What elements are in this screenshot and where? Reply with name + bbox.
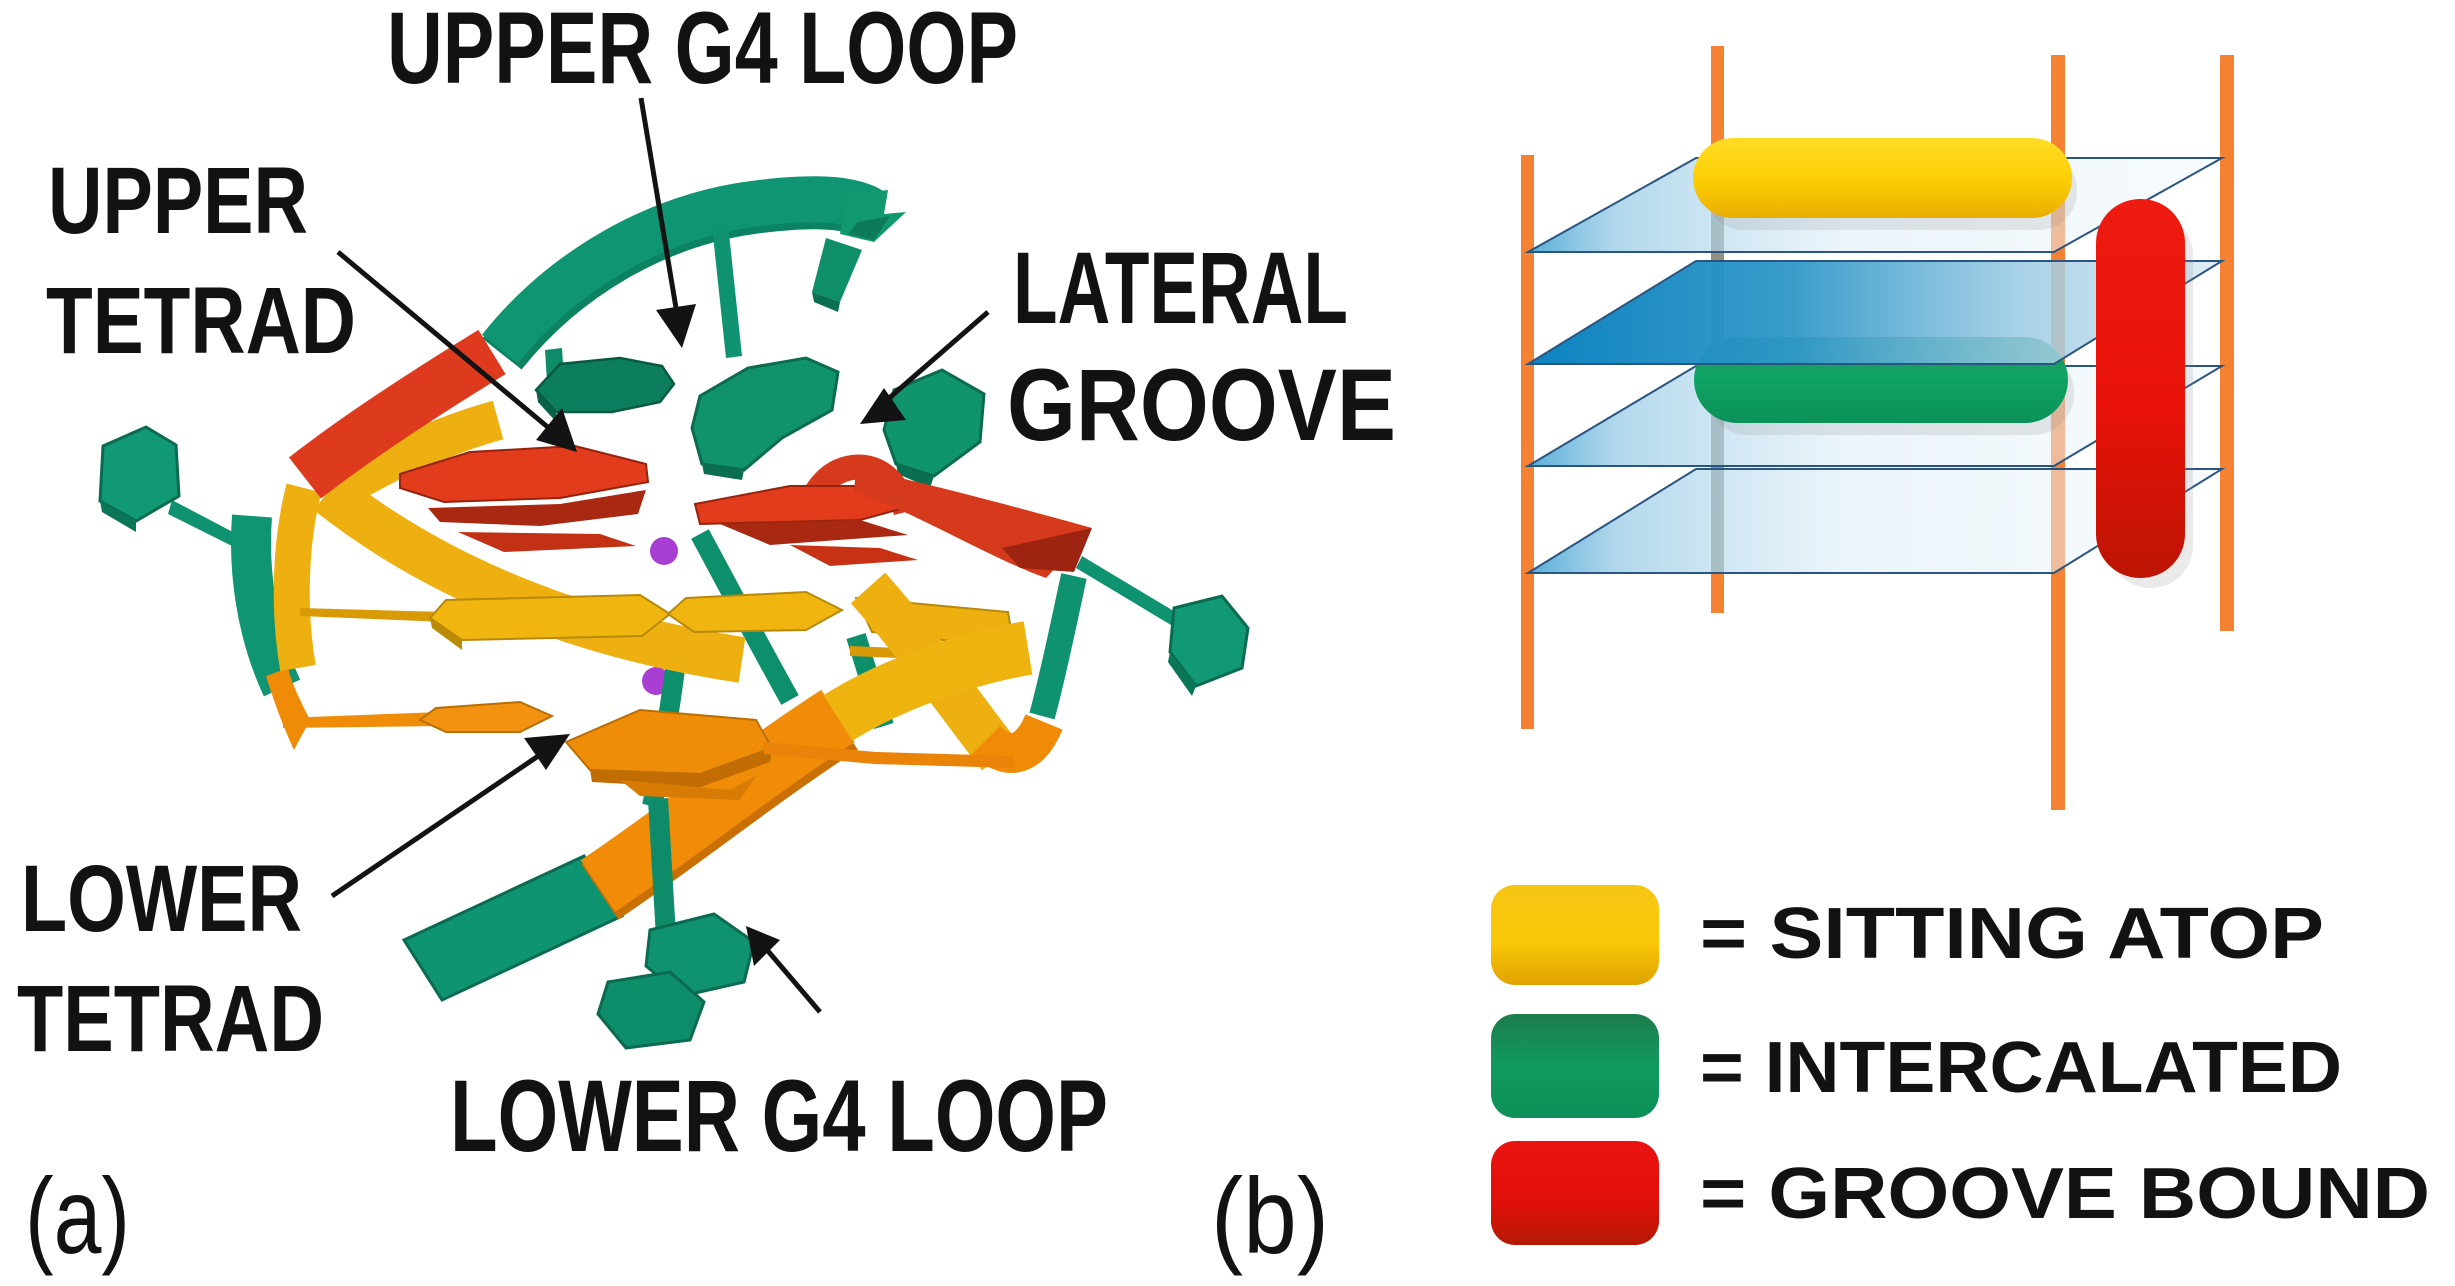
svg-text:TETRAD: TETRAD	[46, 268, 356, 374]
svg-text:LOWER G4 LOOP: LOWER G4 LOOP	[450, 1059, 1108, 1173]
svg-text:= INTERCALATED: = INTERCALATED	[1700, 1028, 2342, 1108]
svg-text:(a): (a)	[25, 1155, 130, 1276]
svg-text:= SITTING ATOP: = SITTING ATOP	[1700, 894, 2324, 974]
svg-text:LATERAL: LATERAL	[1013, 231, 1348, 345]
svg-text:(b): (b)	[1211, 1155, 1329, 1276]
svg-text:UPPER: UPPER	[48, 148, 308, 254]
svg-text:LOWER: LOWER	[21, 846, 302, 952]
svg-text:= GROOVE BOUND: = GROOVE BOUND	[1700, 1154, 2430, 1234]
svg-text:GROOVE: GROOVE	[1007, 348, 1396, 462]
svg-text:TETRAD: TETRAD	[17, 966, 324, 1072]
svg-text:UPPER G4 LOOP: UPPER G4 LOOP	[387, 0, 1018, 105]
